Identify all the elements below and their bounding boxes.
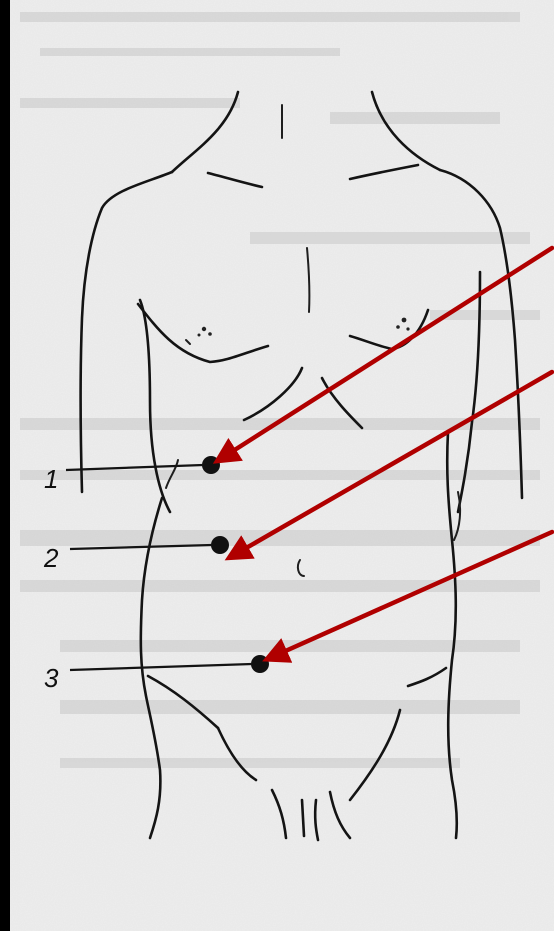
point-label-1: 1 xyxy=(44,464,58,494)
point-3-dot xyxy=(251,655,269,673)
point-label-3: 3 xyxy=(44,663,59,693)
point-2-dot xyxy=(211,536,229,554)
point-label-2: 2 xyxy=(43,543,59,573)
point-1-dot xyxy=(202,456,220,474)
